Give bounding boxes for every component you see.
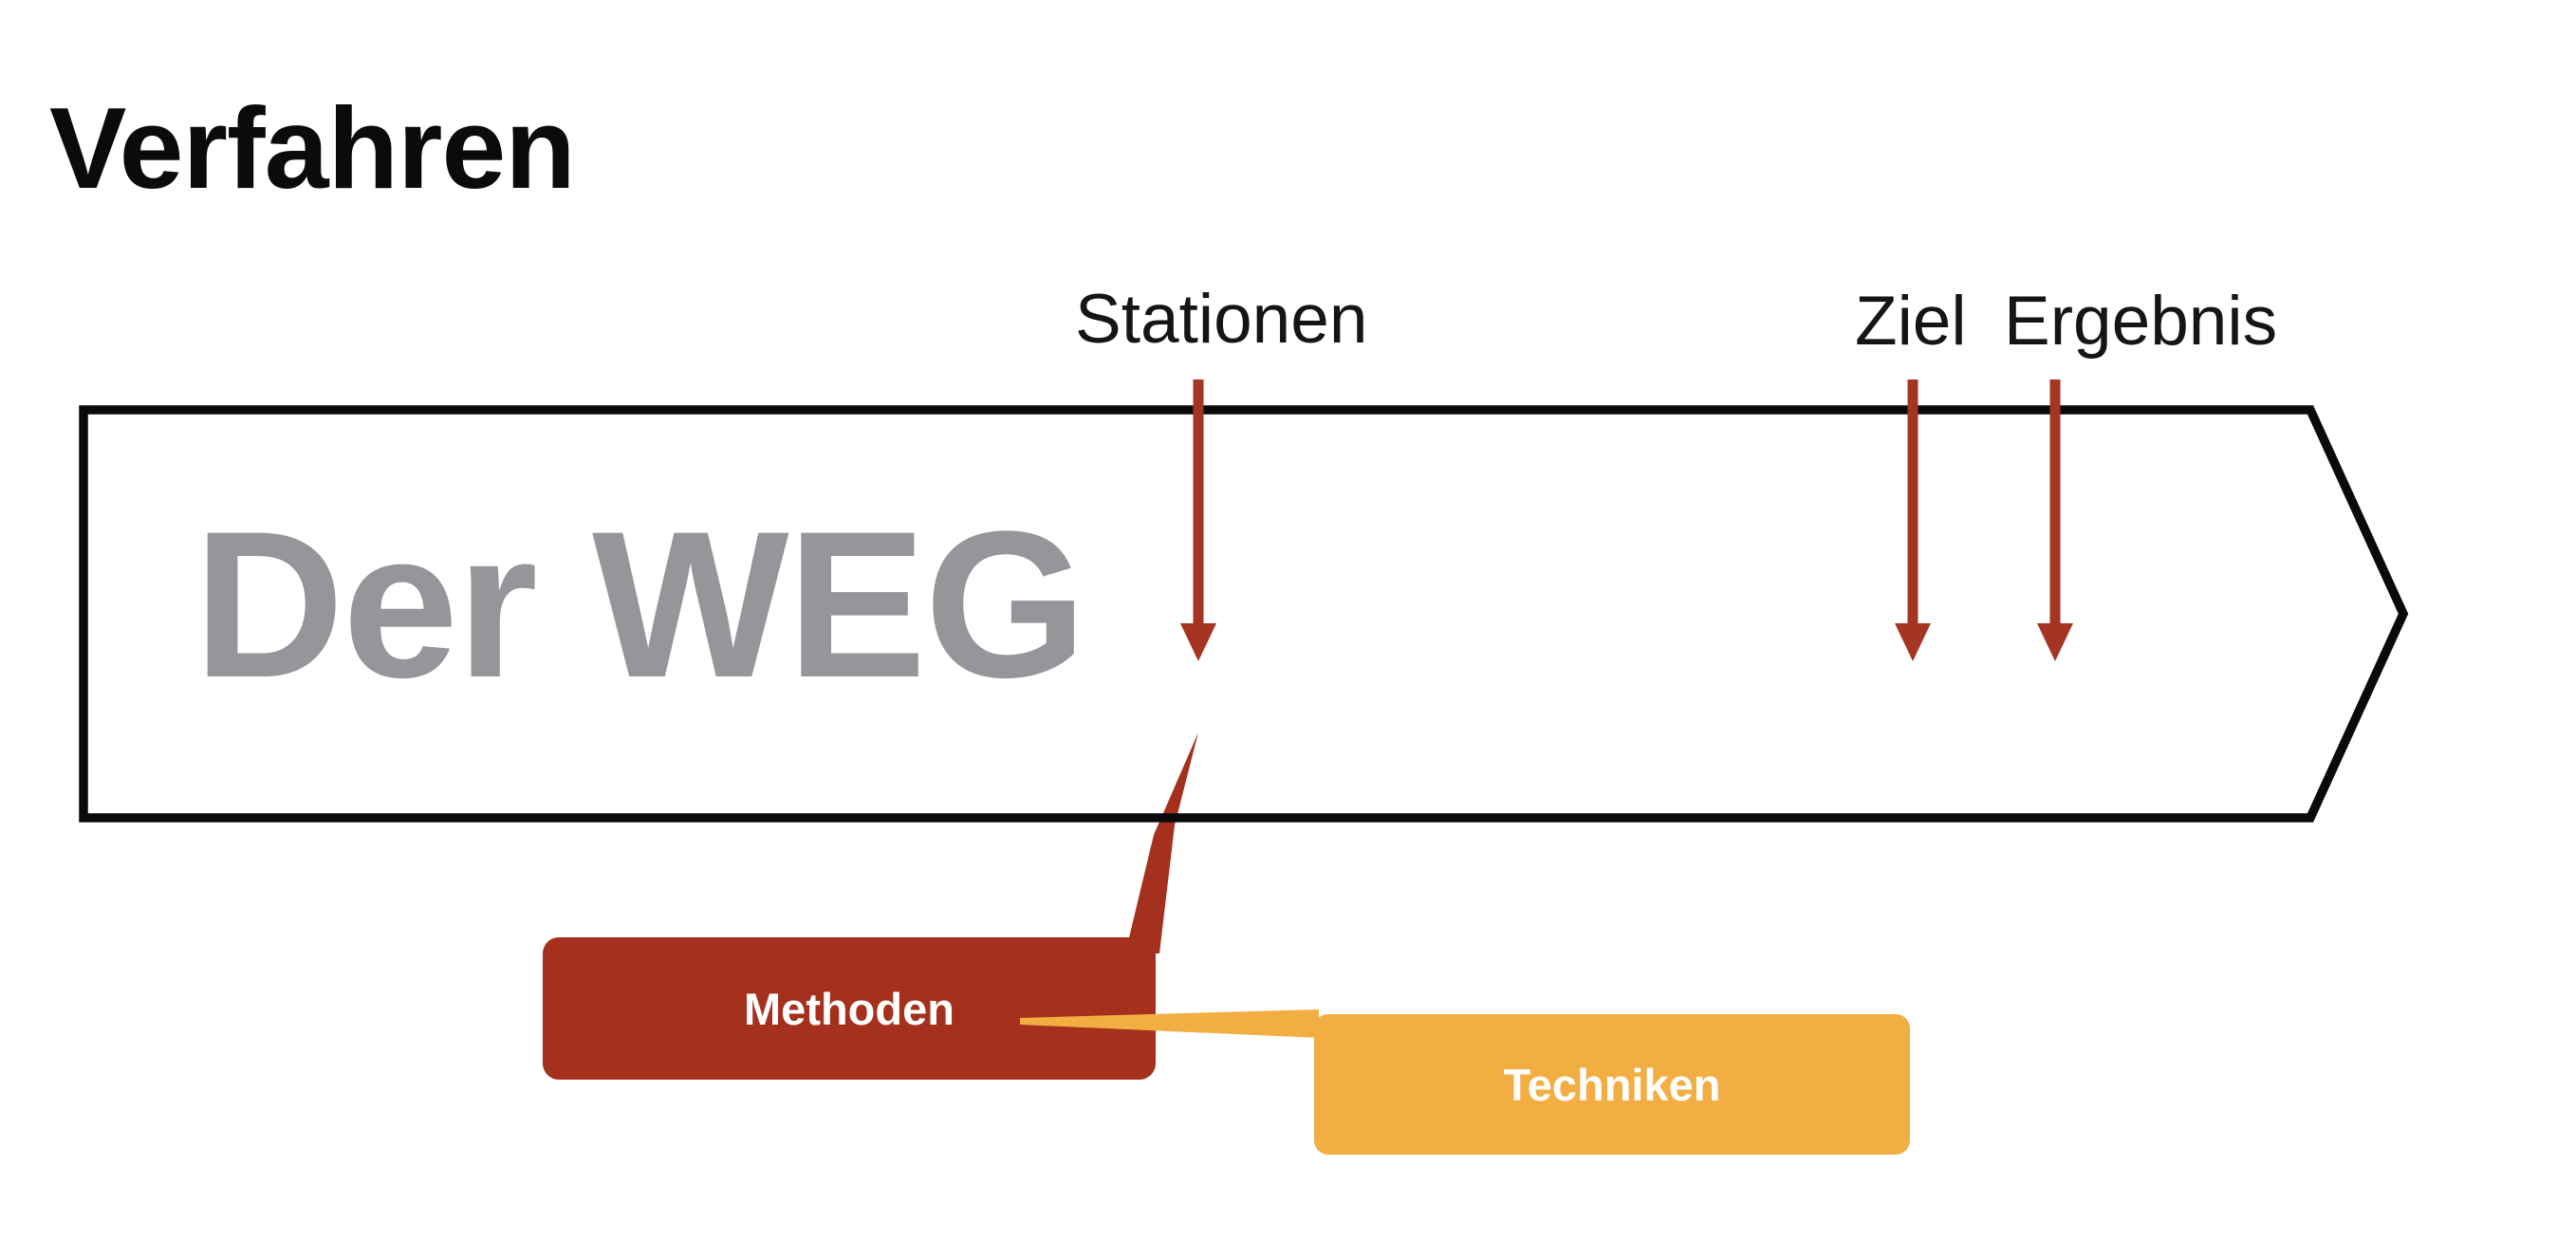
label-stationen: Stationen [1075, 281, 1368, 358]
methoden-callout-pointer-shape [1125, 732, 1198, 953]
ergebnis-down-arrow-icon [2037, 379, 2073, 661]
process-band-outline [79, 405, 2409, 823]
techniken-callout-label: Techniken [1503, 1059, 1721, 1110]
techniken-callout-pointer-shape [1020, 1009, 1319, 1038]
label-ziel: Ziel [1855, 283, 1967, 360]
techniken-callout-box [1314, 1014, 1910, 1155]
label-ergebnis: Ergebnis [2004, 283, 2278, 360]
stationen-down-arrow-icon [1180, 379, 1216, 661]
process-band-fill [83, 410, 2403, 818]
ziel-down-arrow-icon [1895, 379, 1931, 661]
page-title: Verfahren [49, 83, 576, 213]
band-label-der-weg: Der WEG [194, 488, 1086, 721]
methoden-callout-label: Methoden [744, 983, 954, 1034]
methoden-callout-box [543, 937, 1156, 1080]
